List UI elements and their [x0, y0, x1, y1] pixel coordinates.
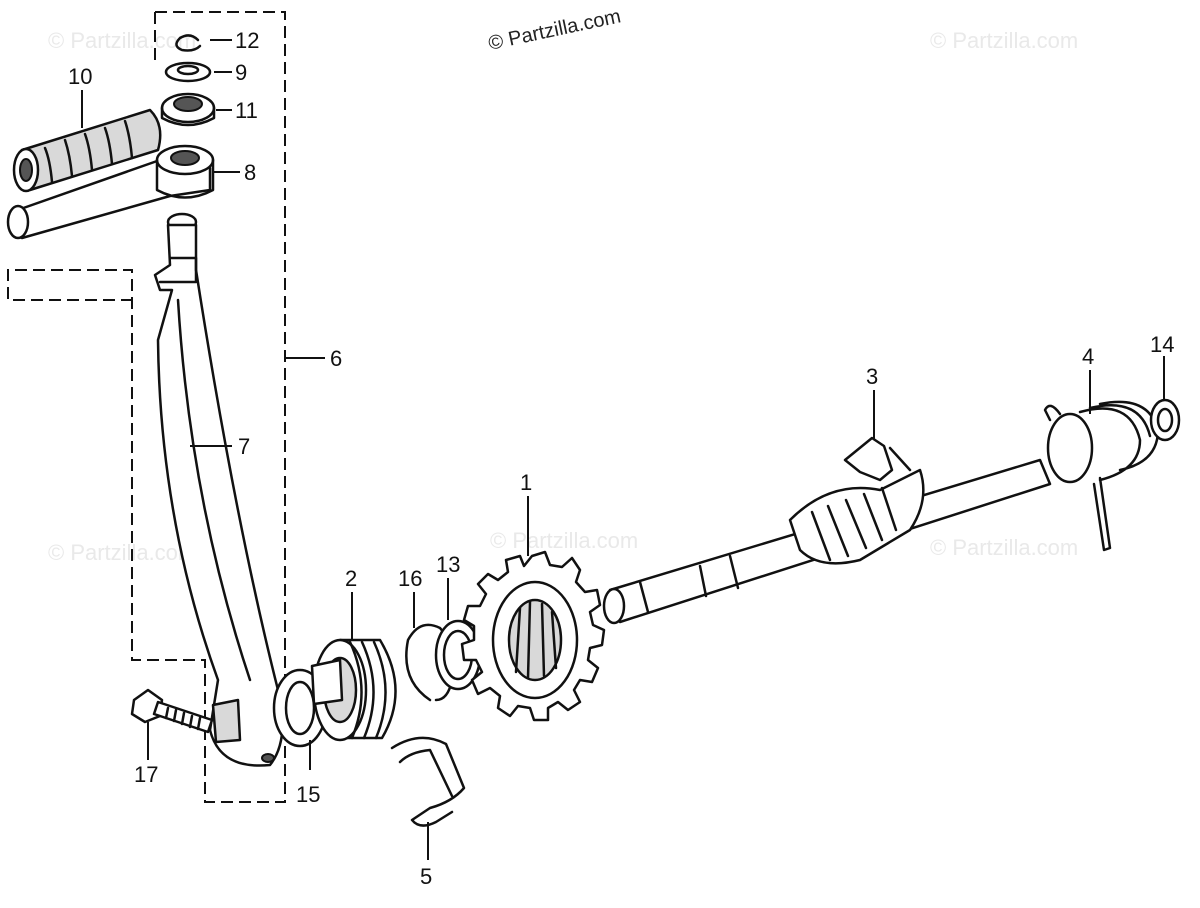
callout-14: 14	[1150, 332, 1174, 357]
callout-12: 12	[235, 28, 259, 53]
callout-labels: 12 9 11 8 10 6 7 1 2 16 13 3 4 14 15 17 …	[68, 28, 1174, 889]
callout-1: 1	[520, 470, 532, 495]
callout-17: 17	[134, 762, 158, 787]
callout-16: 16	[398, 566, 422, 591]
callout-4: 4	[1082, 344, 1094, 369]
rubber-grip-part	[12, 108, 162, 193]
callout-9: 9	[235, 60, 247, 85]
callout-5: 5	[420, 864, 432, 889]
callout-2: 2	[345, 566, 357, 591]
assembly-boundary-dash	[7, 11, 286, 803]
callout-7: 7	[238, 434, 250, 459]
washer-part-9	[164, 61, 212, 83]
watermark-group: © Partzilla.com © Partzilla.com © Partzi…	[48, 5, 1078, 565]
kick-arm-part	[153, 212, 284, 767]
callout-11: 11	[235, 98, 258, 123]
watermark-text: © Partzilla.com	[48, 28, 196, 53]
ratchet-part	[310, 638, 397, 742]
washer-part-14	[1149, 398, 1181, 442]
watermark-text-dark: © Partzilla.com	[486, 5, 622, 55]
callout-6: 6	[330, 346, 342, 371]
circlip-part-16	[405, 623, 454, 702]
watermark-text: © Partzilla.com	[48, 540, 196, 565]
gear-part	[460, 550, 606, 722]
leader-lines	[81, 39, 1165, 860]
circlip-part-12	[175, 34, 202, 52]
spring-washer-part	[160, 92, 216, 127]
watermark-text: © Partzilla.com	[930, 28, 1078, 53]
spring-part	[1043, 400, 1160, 552]
watermark-text: © Partzilla.com	[930, 535, 1078, 560]
callout-8: 8	[244, 160, 256, 185]
bolt-part	[130, 688, 214, 734]
callout-10: 10	[68, 64, 92, 89]
callout-15: 15	[296, 782, 320, 807]
callout-13: 13	[436, 552, 460, 577]
clip-part	[390, 736, 466, 827]
watermark-text: © Partzilla.com	[490, 528, 638, 553]
spindle-part	[602, 436, 1052, 625]
callout-3: 3	[866, 364, 878, 389]
pedal-joint-part	[6, 144, 215, 240]
